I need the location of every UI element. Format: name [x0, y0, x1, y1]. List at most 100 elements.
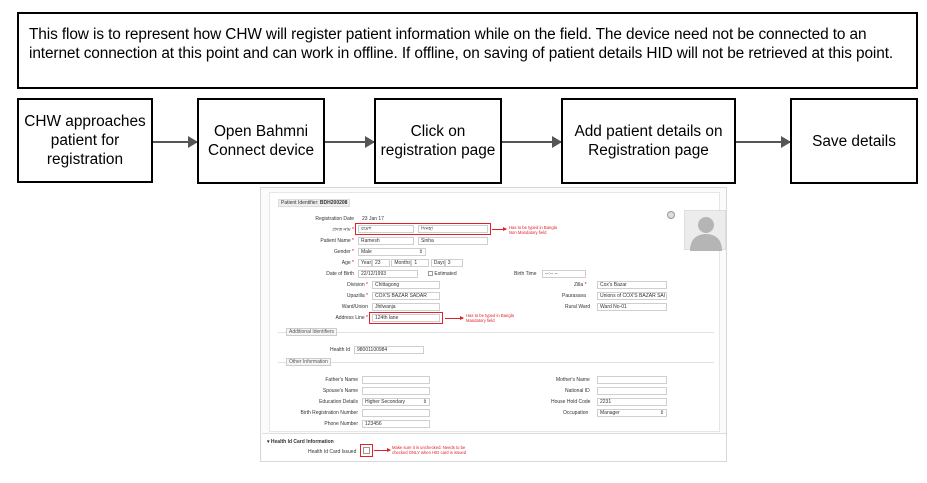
household-input[interactable]: 2231: [597, 398, 667, 406]
flow-description-box: This flow is to represent how CHW will r…: [17, 12, 918, 89]
select-arrow-icon: ⇕: [422, 399, 427, 405]
identifier-value: BDH200208: [319, 200, 348, 206]
gender-value: Male: [361, 249, 372, 255]
education-value: Higher Secondary: [365, 399, 406, 405]
estimated-checkbox[interactable]: Estimated: [428, 271, 457, 277]
spouses-name-label: Spouse's Name: [322, 388, 358, 394]
step-label: Save details: [812, 132, 896, 150]
divider: [278, 332, 714, 333]
address-label: Address Line *: [335, 315, 368, 321]
arrow-2: [325, 136, 375, 148]
education-select[interactable]: Higher Secondary ⇕: [362, 398, 430, 406]
mothers-name-label: Mother's Name: [556, 377, 590, 383]
camera-icon[interactable]: [667, 211, 675, 219]
dob-label: Date of Birth: [326, 271, 354, 277]
bangla-name-arrow: [492, 227, 507, 231]
spouses-name-input[interactable]: [362, 387, 430, 395]
checkbox-icon: [428, 271, 433, 277]
step-chw-approaches: CHW approaches patient for registration: [17, 98, 153, 183]
arrow-4: [736, 136, 791, 148]
step-label: Add patient details on Registration page: [574, 123, 723, 159]
bangla-given-name-input[interactable]: রমেশ: [358, 225, 414, 233]
months-label: Months: [391, 259, 412, 267]
address-input[interactable]: 124th lane: [372, 314, 440, 322]
registration-form-panel: Patient Identifier: BDH200208 Registrati…: [269, 192, 720, 432]
paurasava-input[interactable]: Unions of COX'S BAZAR SAI: [597, 292, 667, 300]
upazilla-input[interactable]: COX'S BAZAR SADAR: [372, 292, 440, 300]
health-card-arrow: [374, 448, 391, 452]
step-label: Open Bahmni Connect device: [207, 123, 315, 159]
days-label: Days: [430, 259, 445, 267]
step-add-details: Add patient details on Registration page: [561, 98, 736, 184]
days-input[interactable]: 3: [444, 259, 463, 267]
flow-description-text: This flow is to represent how CHW will r…: [29, 26, 894, 62]
health-id-label: Health Id: [329, 347, 350, 353]
address-highlight: [369, 312, 443, 324]
education-label: Education Details: [319, 399, 358, 405]
step-label: CHW approaches patient for registration: [24, 113, 146, 168]
occupation-label: Occupation: [563, 410, 589, 416]
other-information-section: Other Information: [286, 358, 331, 366]
upazilla-label: Upazilla *: [346, 293, 368, 299]
phone-label: Phone Number: [324, 421, 358, 427]
rural-ward-input[interactable]: Ward No-01: [597, 303, 667, 311]
step-click-registration: Click on registration page: [374, 98, 502, 184]
identifier-label: Patient Identifier:: [281, 200, 319, 206]
health-id-card-section: ▾ Health Id Card Information Health Id C…: [262, 433, 726, 461]
ward-union-label: Ward/Union: [341, 304, 368, 310]
zilla-label: Zilla *: [574, 282, 587, 288]
national-id-input[interactable]: [597, 387, 667, 395]
health-card-highlight: [360, 444, 373, 457]
arrow-3: [502, 136, 562, 148]
family-name-input[interactable]: Sinha: [418, 237, 488, 245]
fathers-name-input[interactable]: [362, 376, 430, 384]
gender-select[interactable]: Male ⇕: [358, 248, 426, 256]
health-card-section-title: ▾ Health Id Card Information: [267, 439, 334, 445]
address-note: Has to be typed in Bangla Mandatory fiel…: [466, 313, 514, 323]
arrow-1: [153, 136, 198, 148]
health-card-issued-checkbox[interactable]: [363, 447, 370, 454]
bangla-name-note: Has to be typed in Bangla Non Mandatory …: [509, 225, 557, 235]
household-label: House Hold Code: [551, 399, 591, 405]
select-arrow-icon: ⇕: [418, 249, 423, 255]
step-save-details: Save details: [790, 98, 918, 184]
additional-identifiers-section: Additional Identifiers: [286, 328, 338, 336]
age-label: Age *: [341, 260, 354, 266]
national-id-label: National ID: [565, 388, 590, 394]
fathers-name-label: Father's Name: [325, 377, 358, 383]
zilla-input[interactable]: Cox's Bazar: [597, 281, 667, 289]
given-name-input[interactable]: Ramesh: [358, 237, 414, 245]
person-silhouette-icon: [690, 217, 722, 251]
division-label: Division *: [347, 282, 368, 288]
health-card-issued-label: Health Id Card Issued: [308, 449, 357, 455]
years-label: Years: [358, 259, 372, 267]
occupation-select[interactable]: Manager⇕: [597, 409, 667, 417]
step-open-bahmni: Open Bahmni Connect device: [197, 98, 325, 184]
dob-input[interactable]: 22/12/1993: [358, 270, 418, 278]
birth-registration-input[interactable]: [362, 409, 430, 417]
division-input[interactable]: Chittagong: [372, 281, 440, 289]
address-arrow: [445, 316, 464, 320]
patient-name-label: Patient Name *: [320, 238, 354, 244]
bangla-name-highlight: [355, 223, 491, 235]
mothers-name-input[interactable]: [597, 376, 667, 384]
divider: [278, 362, 714, 363]
health-card-note: Make sure it is unchecked. Needs to be c…: [392, 445, 467, 455]
health-id-input[interactable]: 98001100984: [354, 346, 424, 354]
patient-identifier: Patient Identifier: BDH200208: [278, 199, 351, 207]
years-input[interactable]: 23: [372, 259, 390, 267]
birth-time-label: Birth Time: [514, 271, 537, 277]
bangla-name-label: প্রদত্ত নাম *: [332, 227, 354, 233]
months-input[interactable]: 1: [411, 259, 430, 267]
occupation-value: Manager: [600, 410, 620, 416]
birth-time-input[interactable]: --:-- --: [542, 270, 586, 278]
patient-photo: [684, 210, 726, 251]
estimated-label: Estimated: [434, 271, 457, 277]
registration-form-screenshot: Patient Identifier: BDH200208 Registrati…: [260, 187, 727, 462]
step-label: Click on registration page: [380, 123, 496, 159]
ward-union-input[interactable]: Jhilwanja: [372, 303, 440, 311]
birth-registration-label: Birth Registration Number: [300, 410, 358, 416]
bangla-family-name-input[interactable]: সিনহা: [418, 225, 488, 233]
phone-input[interactable]: 123456: [362, 420, 430, 428]
